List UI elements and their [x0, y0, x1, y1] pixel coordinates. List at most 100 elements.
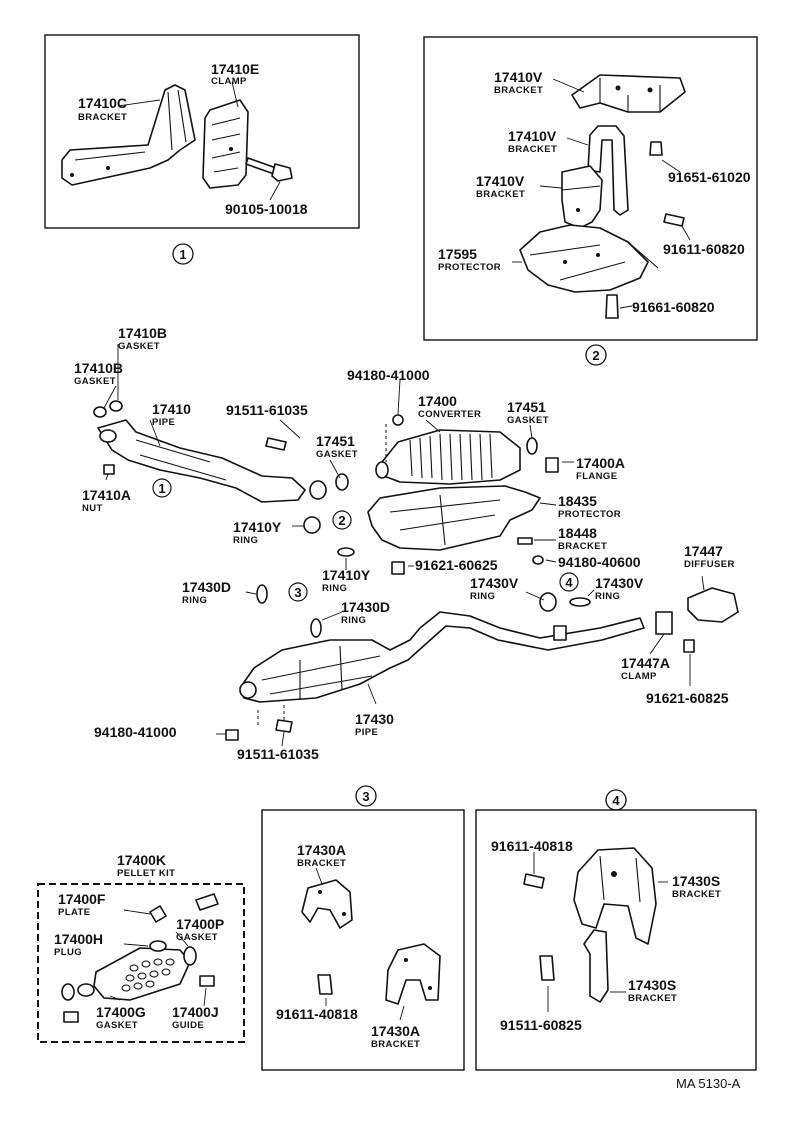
label-pipe: PIPE — [152, 417, 175, 428]
protector-17595-part — [519, 224, 649, 293]
ring-17430v-1-part — [539, 592, 557, 612]
ref-circle-main-3 — [288, 582, 308, 602]
label-17447: 17447 — [684, 543, 723, 559]
label-17430a-1: 17430A — [297, 842, 346, 858]
label-17430d-1: 17430D — [182, 579, 231, 595]
label-gasket-g: GASKET — [96, 1020, 138, 1031]
gasket-17400g-part — [77, 983, 95, 997]
label-17410b-2: 17410B — [74, 360, 123, 376]
ref-circle-2 — [585, 344, 607, 366]
label-pipe-2: PIPE — [355, 727, 378, 738]
label-ring-y1: RING — [233, 535, 258, 546]
label-17410v-3: 17410V — [476, 173, 525, 189]
label-bracket-v3: BRACKET — [476, 189, 525, 200]
label-17400h: 17400H — [54, 931, 103, 947]
label-diffuser: DIFFUSER — [684, 559, 735, 570]
label-91511-61035: 91511-61035 — [226, 402, 308, 418]
label-17410b-1: 17410B — [118, 325, 167, 341]
label-94180-40600: 94180-40600 — [558, 554, 641, 570]
label-protector-2: PROTECTOR — [558, 509, 621, 520]
label-91511-60825: 91511-60825 — [500, 1017, 582, 1033]
label-17430d-2: 17430D — [341, 599, 390, 615]
label-17410c: 17410C — [78, 95, 127, 111]
label-17400f: 17400F — [58, 891, 106, 907]
ref-circle-main-1 — [152, 478, 172, 498]
label-91621-60825: 91621-60825 — [646, 690, 729, 706]
label-bracket-s1: BRACKET — [672, 889, 721, 900]
guide-17400j-part — [199, 975, 215, 987]
label-91611-40818: 91611-40818 — [276, 1006, 358, 1022]
label-ring-d2: RING — [341, 615, 366, 626]
bolt-91621-60625-part — [391, 561, 405, 575]
label-17400k: 17400K — [117, 852, 166, 868]
ref-number-3: 3 — [362, 789, 369, 804]
label-gasket-b1: GASKET — [118, 341, 160, 352]
bolt-91511-60825-part — [539, 955, 555, 981]
plug-17400h-part — [149, 940, 167, 952]
clamp-17447a-part — [655, 611, 673, 635]
ref-main-1: 1 — [158, 481, 165, 496]
ring-17430d-1-part — [256, 584, 268, 604]
label-91651-61020: 91651-61020 — [668, 169, 751, 185]
bracket-17410v-mid-part — [587, 125, 629, 216]
label-91611-60820: 91611-60820 — [663, 241, 745, 257]
ring-17410y-2-part — [337, 547, 355, 557]
label-17430v-1: 17430V — [470, 575, 519, 591]
label-clamp: CLAMP — [211, 76, 247, 87]
panel-3-border — [261, 809, 465, 1071]
label-18435: 18435 — [558, 493, 597, 509]
detail-panel-4: 4 91611-40818 17430S BRACKET 17430S BRAC… — [475, 789, 757, 1071]
label-94180-41000: 94180-41000 — [347, 367, 430, 383]
ring-17410y-1-part — [303, 516, 321, 534]
gasket-17451-right-part — [526, 437, 538, 455]
ref-circle-main-4 — [559, 572, 579, 592]
label-protector: PROTECTOR — [438, 262, 501, 273]
bolt-91651-part — [649, 141, 663, 156]
label-gasket-1: GASKET — [316, 449, 358, 460]
bracket-17410c-part — [61, 84, 196, 186]
label-17410: 17410 — [152, 401, 191, 417]
panel-4-border — [475, 809, 757, 1071]
ref-circle-3 — [355, 785, 377, 807]
label-17400: 17400 — [418, 393, 457, 409]
label-bracket-a2: BRACKET — [371, 1039, 420, 1050]
label-91611-40818-2: 91611-40818 — [491, 838, 573, 854]
detail-panel-3: 3 17430A BRACKET 91611-40818 17430A BRAC… — [261, 785, 465, 1071]
label-17410y-2: 17410Y — [322, 567, 371, 583]
bolt-91611-part — [663, 213, 685, 227]
label-17410e: 17410E — [211, 61, 259, 77]
label-gasket-b2: GASKET — [74, 376, 116, 387]
label-nut: NUT — [82, 503, 103, 514]
ref-main-4: 4 — [565, 575, 573, 590]
label-17410v-2: 17410V — [508, 128, 557, 144]
label-94180-41000-2: 94180-41000 — [94, 724, 177, 740]
plate-17400f-part — [149, 905, 167, 923]
label-91621-60625: 91621-60625 — [415, 557, 498, 573]
label-bracket-a1: BRACKET — [297, 858, 346, 869]
bracket-17430a-2-part — [385, 943, 441, 1005]
pellet-kit-panel: 17400K PELLET KIT 17400F PLATE 17400P GA… — [37, 852, 245, 1043]
label-17400g: 17400G — [96, 1004, 146, 1020]
ring-17430v-2-part — [569, 597, 591, 607]
label-bracket-v2: BRACKET — [508, 144, 557, 155]
pellet-kit-border — [37, 883, 245, 1043]
ring-17430d-2-part — [310, 618, 322, 638]
bolt-91511-part — [265, 437, 287, 451]
label-17430s-2: 17430S — [628, 977, 676, 993]
label-17430: 17430 — [355, 711, 394, 727]
bolt-91661-part — [605, 294, 619, 319]
detail-panel-1: 17410E CLAMP 17410C BRACKET 90105-10018 … — [44, 34, 360, 265]
ref-main-3: 3 — [294, 585, 301, 600]
label-converter: CONVERTER — [418, 409, 481, 420]
bracket-17410v-low-part — [561, 165, 603, 229]
label-17447a: 17447A — [621, 655, 670, 671]
pellet-housing-part — [93, 947, 191, 1001]
label-90105-10018: 90105-10018 — [225, 201, 308, 217]
bolt-90105-part — [245, 157, 293, 182]
nut-94180-part — [532, 555, 544, 565]
bracket-17430s-2-part — [583, 929, 609, 1003]
nut-17410a-part — [103, 464, 115, 475]
bracket-18448-part — [517, 537, 533, 545]
bolt-91611-40818-part — [317, 974, 333, 995]
